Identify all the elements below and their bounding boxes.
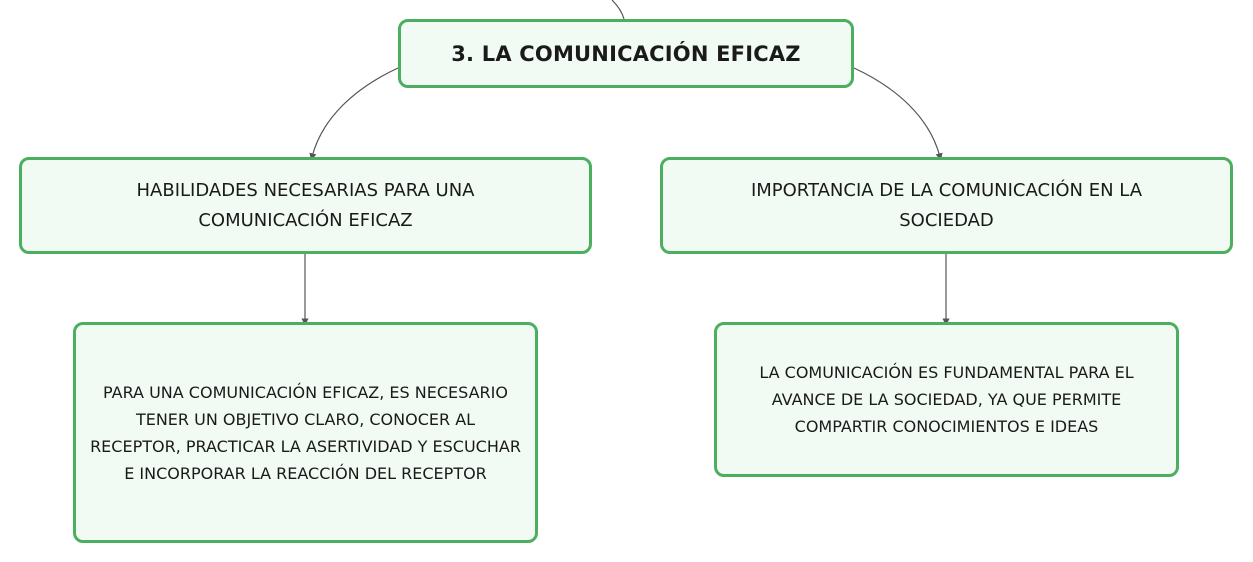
root-topic-title: 3. LA COMUNICACIÓN EFICAZ	[451, 41, 801, 66]
connector-root-to-left-branch	[309, 67, 399, 161]
branch-title-importancia: IMPORTANCIA DE LA COMUNICACIÓN EN LA SOC…	[750, 179, 1143, 231]
root-topic-node[interactable]: 3. LA COMUNICACIÓN EFICAZ	[398, 19, 854, 88]
connector-root-to-right-branch	[853, 67, 943, 161]
branch-title-habilidades: HABILIDADES NECESARIAS PARA UNA COMUNICA…	[136, 179, 475, 231]
detail-text-habilidades: PARA UNA COMUNICACIÓN EFICAZ, ES NECESAR…	[90, 382, 521, 483]
detail-node-habilidades[interactable]: PARA UNA COMUNICACIÓN EFICAZ, ES NECESAR…	[73, 322, 538, 543]
connector-incoming-to-root	[611, 0, 625, 20]
detail-node-importancia[interactable]: LA COMUNICACIÓN ES FUNDAMENTAL PARA EL A…	[714, 322, 1179, 477]
detail-text-importancia: LA COMUNICACIÓN ES FUNDAMENTAL PARA EL A…	[759, 363, 1134, 436]
branch-node-importancia[interactable]: IMPORTANCIA DE LA COMUNICACIÓN EN LA SOC…	[660, 157, 1233, 254]
branch-node-habilidades[interactable]: HABILIDADES NECESARIAS PARA UNA COMUNICA…	[19, 157, 592, 254]
